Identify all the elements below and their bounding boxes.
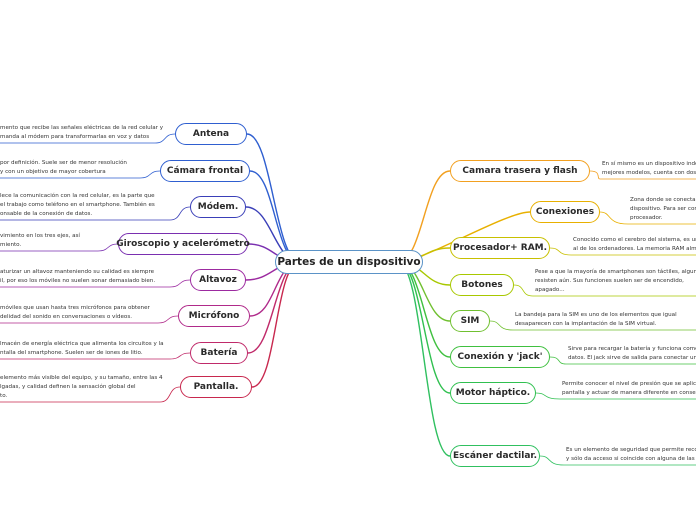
right-topic-4-note: Pese a que la mayoría de smartphones son…: [535, 268, 696, 295]
branch-link-7: [247, 261, 301, 354]
note-line: La bandeja para la SIM es uno de los ele…: [515, 312, 677, 318]
note-line: mento que recibe las señales eléctricas …: [0, 125, 164, 131]
note-line: procesador.: [630, 215, 663, 221]
note-line: apagado...: [535, 287, 565, 293]
note-line: dispositivo. Para ser con: [630, 206, 696, 212]
left-topic-5-note: aturizar un altavoz manteniendo su calid…: [0, 268, 155, 286]
left-topic-6-note: móviles que usan hasta tres micrófonos p…: [0, 304, 150, 322]
right-topic-7-note: Permite conocer el nivel de presión que …: [562, 380, 696, 398]
right-topic-1[interactable]: Camara trasera y flash: [450, 160, 590, 182]
note-link-3: [549, 247, 696, 256]
branch-link-8: [251, 261, 301, 388]
note-line: y sólo da acceso si coincide con alguna …: [566, 456, 696, 462]
note-line: móviles que usan hasta tres micrófonos p…: [0, 305, 150, 311]
note-line: por definición. Suele ser de menor resol…: [0, 160, 127, 166]
note-line: datos. El jack sirve de salida para cone…: [568, 355, 696, 361]
left-topic-8[interactable]: Pantalla.: [180, 376, 252, 398]
note-line: lgadas, y calidad definen la sensación g…: [0, 384, 136, 390]
note-link-7: [0, 352, 191, 360]
note-line: al de los ordenadores. La memoria RAM al…: [573, 246, 696, 252]
note-link-2: [599, 211, 696, 225]
left-topic-3-note: lece la comunicación con la red celular,…: [0, 192, 155, 219]
note-line: resisten aún. Sus funciones suelen ser d…: [535, 278, 684, 284]
note-line: miento.: [0, 242, 22, 248]
left-topic-1[interactable]: Antena: [175, 123, 247, 145]
note-link-5: [489, 320, 696, 331]
branch-link-6: [397, 261, 451, 358]
note-line: Permite conocer el nivel de presión que …: [562, 381, 696, 387]
note-line: Es un elemento de seguridad que permite …: [566, 447, 696, 453]
left-topic-3[interactable]: Módem.: [190, 196, 246, 218]
right-topic-5[interactable]: SIM: [450, 310, 490, 332]
left-topic-5[interactable]: Altavoz: [190, 269, 246, 291]
note-link-4: [0, 243, 119, 252]
note-line: Sirve para recargar la batería y funcion…: [568, 346, 696, 352]
note-line: Pese a que la mayoría de smartphones son…: [535, 269, 696, 275]
right-topic-8-note: Es un elemento de seguridad que permite …: [566, 446, 696, 464]
note-link-6: [549, 356, 696, 365]
right-topic-6-note: Sirve para recargar la batería y funcion…: [568, 345, 696, 363]
right-topic-2[interactable]: Conexiones: [530, 201, 600, 223]
branch-link-7: [397, 261, 451, 394]
right-topic-6[interactable]: Conexión y 'jack': [450, 346, 550, 368]
note-link-6: [0, 315, 179, 324]
left-topic-1-note: mento que recibe las señales eléctricas …: [0, 124, 163, 142]
right-topic-3-note: Conocido como el cerebro del sistema, es…: [573, 236, 696, 254]
note-line: lece la comunicación con la red celular,…: [0, 193, 155, 199]
note-line: el trabajo como teléfono en el smartphon…: [0, 202, 155, 208]
note-line: lmacén de energía eléctrica que alimenta…: [0, 341, 164, 347]
note-link-4: [513, 284, 696, 297]
right-topic-3[interactable]: Procesador+ RAM.: [450, 237, 550, 259]
left-topic-2[interactable]: Cámara frontal: [160, 160, 250, 182]
branch-link-2: [249, 170, 301, 263]
note-line: desaparecen con la implantación de la SI…: [515, 321, 657, 327]
note-link-2: [0, 170, 161, 179]
note-line: En sí mismo es un dispositivo inde: [602, 161, 696, 167]
left-topic-2-note: por definición. Suele ser de menor resol…: [0, 159, 127, 177]
note-line: ntalla del smartphone. Suelen ser de ion…: [0, 350, 143, 356]
note-link-7: [535, 392, 696, 400]
note-link-1: [589, 170, 696, 180]
note-line: Zona donde se conecta: [630, 197, 696, 203]
right-topic-7[interactable]: Motor háptico.: [450, 382, 536, 404]
left-topic-4-note: vimiento en los tres ejes, así miento.: [0, 232, 80, 250]
left-topic-7-note: lmacén de energía eléctrica que alimenta…: [0, 340, 164, 358]
branch-link-1: [246, 133, 301, 263]
note-line: mejores modelos, cuenta con dos: [602, 170, 696, 176]
note-line: to.: [0, 393, 8, 399]
note-line: delidad del sonido en conversaciones o v…: [0, 314, 133, 320]
note-line: aturizar un altavoz manteniendo su calid…: [0, 269, 155, 275]
note-line: onsable de la conexión de datos.: [0, 211, 93, 217]
right-topic-2-note: Zona donde se conecta dispositivo. Para s…: [630, 196, 696, 223]
right-topic-4[interactable]: Botones: [450, 274, 514, 296]
left-topic-6[interactable]: Micrófono: [178, 305, 250, 327]
left-topic-4[interactable]: Giroscopio y acelerómetro: [116, 233, 250, 255]
left-topic-8-note: elemento más visible del equipo, y su ta…: [0, 374, 163, 401]
note-link-8: [0, 386, 181, 403]
left-topic-7[interactable]: Batería: [190, 342, 248, 364]
note-line: elemento más visible del equipo, y su ta…: [0, 375, 163, 381]
note-link-8: [539, 455, 696, 466]
right-topic-1-note: En sí mismo es un dispositivo inde mejore…: [602, 160, 696, 178]
note-link-5: [0, 279, 191, 288]
right-topic-5-note: La bandeja para la SIM es uno de los ele…: [515, 311, 677, 329]
note-line: pantalla y actuar de manera diferente en…: [562, 390, 696, 396]
right-topic-8[interactable]: Escáner dactilar.: [450, 445, 540, 467]
note-link-1: [0, 133, 176, 144]
note-line: manda al módem para transformarlas en vo…: [0, 134, 150, 140]
note-line: y con un objetivo de mayor cobertura: [0, 169, 106, 175]
central-topic[interactable]: Partes de un dispositivo: [275, 250, 423, 274]
note-line: vimiento en los tres ejes, así: [0, 233, 80, 239]
note-line: il, por eso los móviles no suelen sonar …: [0, 278, 156, 284]
note-link-3: [0, 206, 191, 221]
note-line: Conocido como el cerebro del sistema, es…: [573, 237, 696, 243]
